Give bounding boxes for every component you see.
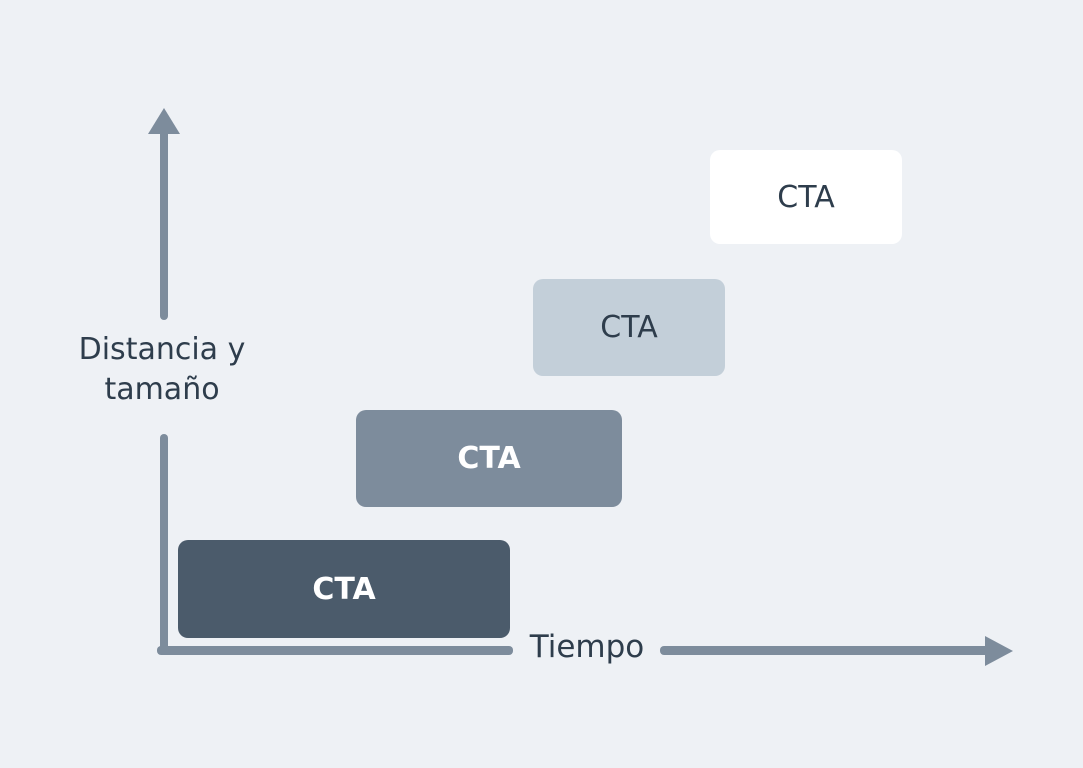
y-axis-line-lower bbox=[160, 434, 168, 650]
x-axis-line-left bbox=[157, 646, 513, 655]
cta-label: CTA bbox=[312, 571, 376, 607]
y-axis-label: Distancia y tamaño bbox=[78, 332, 246, 407]
cta-box-step-4[interactable]: CTA bbox=[710, 150, 902, 244]
cta-box-step-2[interactable]: CTA bbox=[356, 410, 622, 507]
cta-label: CTA bbox=[457, 441, 521, 476]
cta-label: CTA bbox=[600, 310, 658, 345]
cta-box-step-3[interactable]: CTA bbox=[533, 279, 725, 376]
x-axis-line-right bbox=[660, 646, 990, 655]
x-axis-label: Tiempo bbox=[529, 629, 645, 665]
y-axis-line-upper bbox=[160, 128, 168, 320]
y-axis-arrow-icon bbox=[148, 108, 180, 134]
cta-label: CTA bbox=[777, 179, 835, 215]
cta-box-step-1[interactable]: CTA bbox=[178, 540, 510, 638]
x-axis-arrow-icon bbox=[985, 636, 1013, 666]
